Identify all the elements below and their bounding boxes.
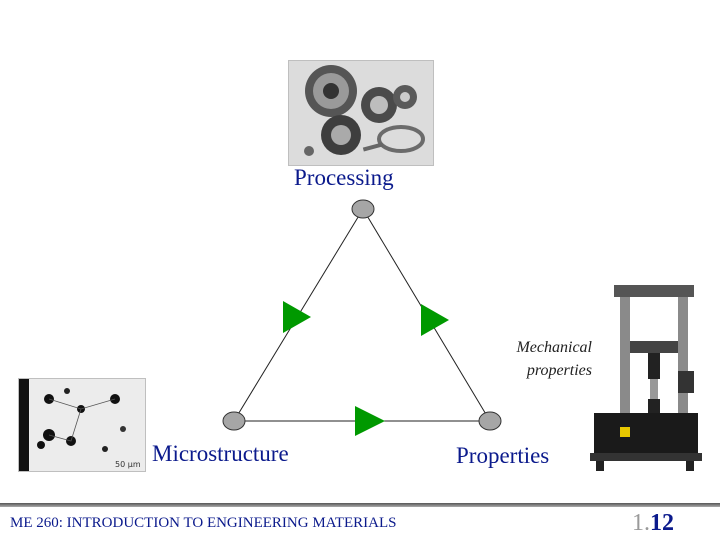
- gears-photo: [288, 60, 434, 166]
- arrow-processing-to-microstructure: [283, 301, 311, 333]
- properties-label: Properties: [456, 443, 550, 468]
- node-properties: [478, 411, 502, 431]
- tensile-machine-photo: [590, 283, 708, 473]
- arrow-microstructure-to-properties: [355, 406, 385, 436]
- mechanical-properties-annotation: Mechanical properties: [484, 336, 592, 382]
- annotation-line-2: properties: [526, 362, 592, 379]
- slide-number-prefix: 1.: [632, 510, 650, 536]
- slide-number-suffix: 12: [650, 510, 674, 536]
- arrow-processing-to-properties: [421, 304, 449, 336]
- annotation-line-1: Mechanical: [516, 339, 592, 356]
- course-title: ME 260: INTRODUCTION TO ENGINEERING MATE…: [10, 515, 397, 531]
- footer-divider: [0, 503, 720, 507]
- processing-label: Processing: [294, 165, 394, 190]
- microstructure-label: Microstructure: [152, 441, 289, 466]
- node-processing: [351, 199, 375, 219]
- node-microstructure: [222, 411, 246, 431]
- slide-number: 1.12: [632, 510, 674, 537]
- micrograph-photo: 50 µm: [18, 378, 146, 472]
- micrograph-scale-label: 50 µm: [115, 460, 141, 469]
